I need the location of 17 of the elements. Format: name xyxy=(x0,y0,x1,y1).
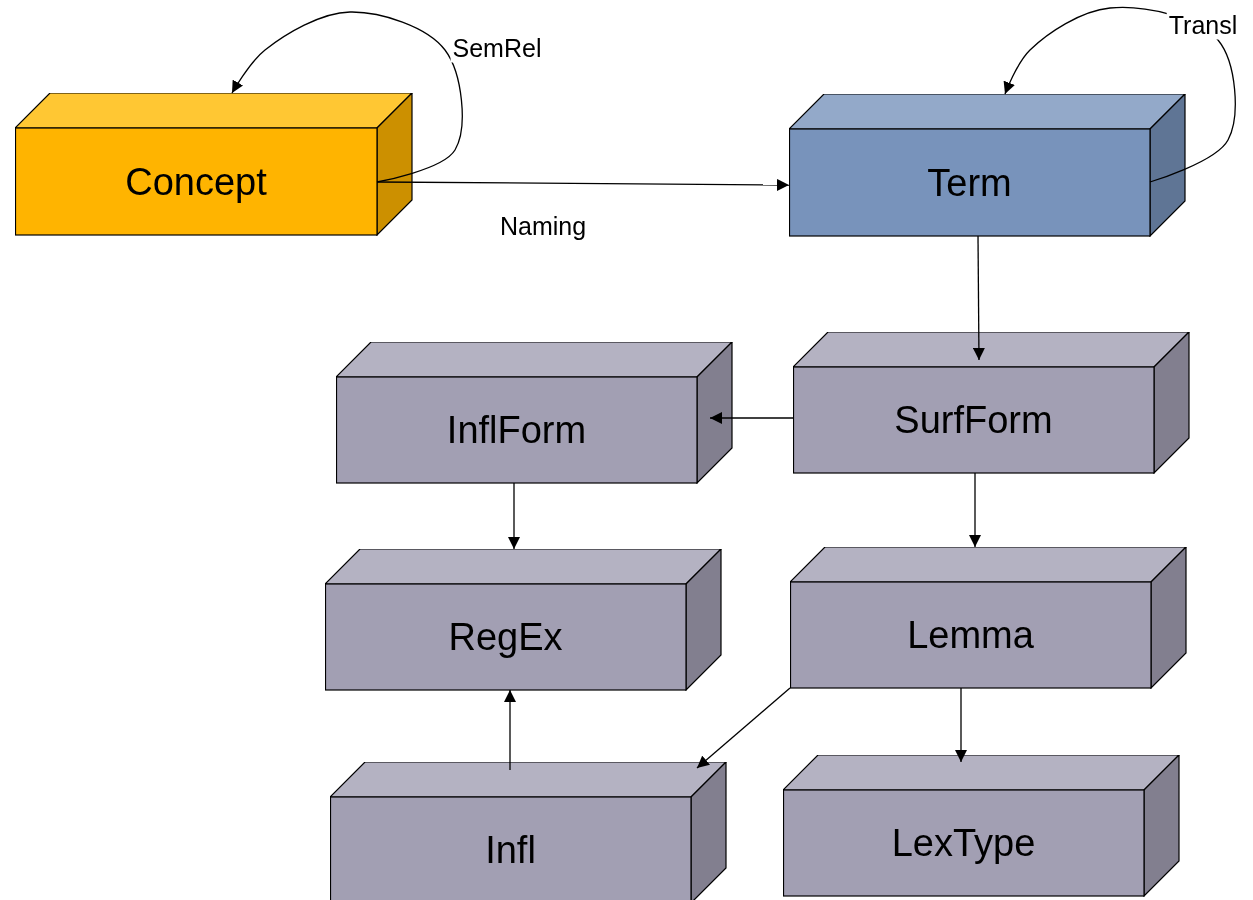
arrow xyxy=(508,482,520,550)
arrow xyxy=(972,235,985,361)
arrow xyxy=(231,11,463,183)
block-label: SurfForm xyxy=(894,398,1053,442)
arrow xyxy=(709,412,794,424)
block-label: Concept xyxy=(125,160,267,203)
block-label: Lemma xyxy=(907,613,1034,657)
arrow xyxy=(969,472,981,548)
block-label: RegEx xyxy=(448,615,563,659)
block-label: InflForm xyxy=(446,408,587,452)
arrow xyxy=(955,687,967,763)
arrow xyxy=(376,178,790,191)
block-label: LexType xyxy=(891,821,1036,865)
arrow xyxy=(504,689,516,771)
block-label: Term xyxy=(927,161,1012,204)
block-label: Infl xyxy=(485,828,536,872)
arrow xyxy=(696,687,791,769)
